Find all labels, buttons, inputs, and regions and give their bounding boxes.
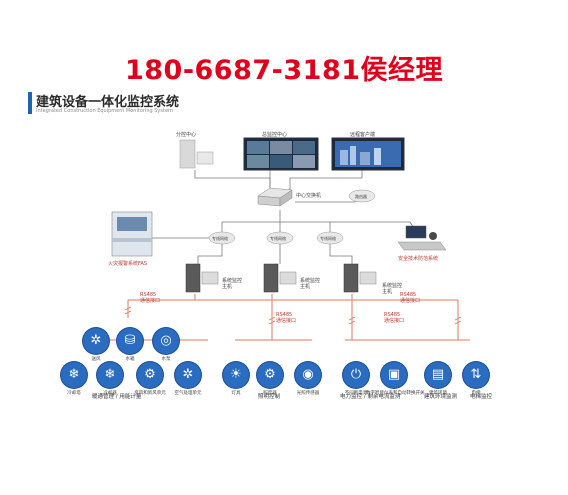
group-env: 建筑环境监测 bbox=[424, 394, 458, 400]
monitor-icon: ▤ bbox=[425, 362, 451, 388]
device-item: ⚙ 变风和新风单元 bbox=[134, 362, 166, 396]
steering-icon: ◎ bbox=[153, 328, 179, 354]
label-main-center: 总监控中心 bbox=[262, 132, 288, 138]
main-center-video-wall bbox=[243, 137, 319, 171]
device-label: 水泵 bbox=[161, 357, 171, 362]
label-rs485-a: RS485 通信接口 bbox=[276, 312, 297, 324]
meter-icon: ▣ bbox=[381, 362, 407, 388]
diagram-subtitle: Integrated Construction Equipment Monito… bbox=[36, 108, 173, 114]
device-item: ▣ 数字智能仪表和自动转换开关 bbox=[366, 362, 425, 396]
device-label: 不间断电源 bbox=[344, 391, 368, 396]
label-remote-client: 远程客户端 bbox=[350, 132, 376, 138]
device-label: 变风和新风单元 bbox=[134, 391, 166, 396]
label-rs485-b: RS485 通信接口 bbox=[384, 312, 405, 324]
group-elevator: 电梯监控 bbox=[470, 394, 493, 400]
device-label: 光照传感器 bbox=[296, 391, 320, 396]
device-item: ▤ 建筑环境 bbox=[424, 362, 452, 396]
device-label: 冷却塔 bbox=[67, 391, 81, 396]
host-towers bbox=[185, 263, 359, 293]
device-label: 送风 bbox=[91, 357, 101, 362]
label-rs485-left: RS485 通信接口 bbox=[140, 292, 161, 304]
device-item: ✲ 送风 bbox=[82, 328, 110, 362]
device-label: 冷却器 bbox=[103, 391, 117, 396]
label-host-3: 系统监控 主机 bbox=[382, 283, 403, 295]
device-label: 建筑环境 bbox=[429, 391, 447, 396]
central-switch bbox=[257, 187, 293, 207]
device-item: ◎ 水泵 bbox=[152, 328, 180, 362]
connection-lines bbox=[149, 170, 416, 264]
device-item: ◉ 光照传感器 bbox=[294, 362, 322, 396]
bus-break-marks bbox=[124, 306, 462, 325]
title-accent-bar bbox=[28, 92, 32, 114]
gear-icon: ⚙ bbox=[257, 362, 283, 388]
device-item: ⏻ 不间断电源 bbox=[342, 362, 370, 396]
gear-icon: ⚙ bbox=[137, 362, 163, 388]
device-item: ✲ 空气处理单元 bbox=[174, 362, 202, 396]
device-label: 数字智能仪表和自动转换开关 bbox=[366, 391, 425, 396]
phone-banner: 180-6687-3181侯经理 bbox=[124, 55, 444, 86]
elevator-icon: ⇅ bbox=[463, 362, 489, 388]
remote-client-screen bbox=[331, 137, 405, 171]
fan-icon: ✲ bbox=[83, 328, 109, 354]
diagram-title: 建筑设备一体化监控系统 bbox=[36, 95, 180, 110]
power-icon: ⏻ bbox=[343, 362, 369, 388]
router bbox=[348, 189, 376, 203]
fire-alarm-cabinet bbox=[111, 211, 153, 257]
group-hvac: 暖通管理 / 用能计量 bbox=[92, 394, 142, 400]
group-lighting: 照明控制 bbox=[258, 394, 281, 400]
label-fire-system: 火灾报警系统FAS bbox=[108, 261, 148, 267]
label-host-2: 系统监控 主机 bbox=[300, 278, 321, 290]
bulb-icon: ☀ bbox=[223, 362, 249, 388]
label-branch-center: 分控中心 bbox=[176, 132, 197, 138]
label-central-switch: 中心交换机 bbox=[296, 193, 322, 199]
gateways bbox=[208, 231, 344, 245]
device-item: ⇅ 电梯 bbox=[462, 362, 490, 396]
device-label: 电梯 bbox=[471, 391, 481, 396]
group-power: 电力监控 / 剩余电流监测 bbox=[340, 394, 401, 400]
security-desk bbox=[397, 225, 447, 251]
label-rs485-right: RS485 通信接口 bbox=[400, 292, 421, 304]
label-router: 路由器 bbox=[355, 194, 367, 199]
rs485-bus bbox=[92, 294, 470, 341]
label-gateway-1: 专线网络 bbox=[212, 236, 228, 241]
device-item: ☀ 灯具 bbox=[222, 362, 250, 396]
device-item: ⚙ 照度器 bbox=[256, 362, 284, 396]
branch-center-pc bbox=[179, 139, 214, 169]
device-item: ⛁ 水箱 bbox=[116, 328, 144, 362]
snowflake-icon: ❄ bbox=[97, 362, 123, 388]
wireless-icon: ◉ bbox=[295, 362, 321, 388]
label-gateway-3: 专线网络 bbox=[320, 236, 336, 241]
device-label: 灯具 bbox=[231, 391, 241, 396]
fan-icon: ✲ bbox=[175, 362, 201, 388]
device-label: 照度器 bbox=[263, 391, 277, 396]
label-host-1: 系统监控 主机 bbox=[222, 278, 243, 290]
device-item: ❄ 冷却塔 bbox=[60, 362, 88, 396]
device-item: ❄ 冷却器 bbox=[96, 362, 124, 396]
label-gateway-2: 专线网络 bbox=[270, 236, 286, 241]
snowflake-icon: ❄ bbox=[61, 362, 87, 388]
host-monitors bbox=[201, 271, 377, 285]
label-security-system: 安全技术防范系统 bbox=[398, 256, 439, 262]
device-label: 水箱 bbox=[125, 357, 135, 362]
device-label: 空气处理单元 bbox=[174, 391, 202, 396]
water-tank-icon: ⛁ bbox=[117, 328, 143, 354]
